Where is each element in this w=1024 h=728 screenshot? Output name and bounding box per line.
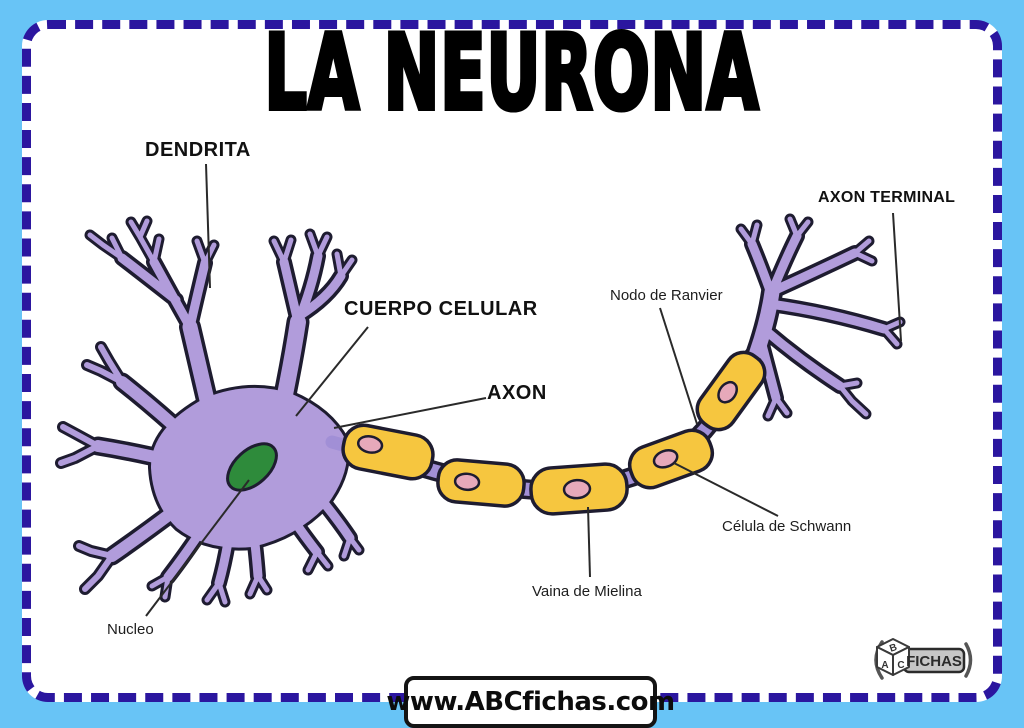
- myelin-segment: [695, 350, 767, 432]
- cuerpo-celular-leader-line: [295, 326, 369, 417]
- cube-letter-c: C: [897, 660, 904, 671]
- logo-fichas-text: FICHAS: [906, 653, 962, 670]
- label-axon: AXON: [487, 382, 547, 404]
- vaina-de-mielina-leader-line: [587, 506, 591, 578]
- myelin-segment: [341, 423, 435, 481]
- label-celula-de-schwann: Célula de Schwann: [722, 518, 852, 535]
- label-nucleo: Nucleo: [107, 621, 154, 638]
- schwann-nucleus: [717, 380, 739, 404]
- axon-leader-line: [333, 397, 487, 429]
- label-nodo-de-ranvier: Nodo de Ranvier: [610, 287, 723, 304]
- myelin-segment: [436, 458, 526, 508]
- schwann-nucleus: [652, 449, 679, 469]
- label-dendrita: DENDRITA: [145, 139, 251, 161]
- abc-cube-icon: B A C: [876, 638, 910, 676]
- website-plaque: www.ABCfichas.com: [386, 676, 675, 728]
- leader-lines: [145, 163, 902, 617]
- logo-right-bracket: [964, 642, 973, 678]
- dendrite: [116, 376, 198, 448]
- website-url: www.ABCfichas.com: [386, 687, 675, 717]
- dendrita-leader-line: [205, 163, 211, 289]
- page-title: LA NEURONA: [263, 12, 760, 134]
- myelin-segment: [627, 428, 715, 490]
- celula-de-schwann-leader-line: [673, 462, 779, 517]
- label-vaina-de-mielina: Vaina de Mielina: [532, 583, 642, 600]
- nucleo-leader-line: [145, 479, 250, 617]
- schwann-nucleus: [562, 478, 592, 500]
- dendrite: [106, 499, 188, 562]
- title-wrap: LA NEURONA: [0, 12, 1024, 134]
- abcfichas-logo: B A C FICHAS: [874, 638, 973, 680]
- nodo-de-ranvier-leader-line: [659, 307, 698, 425]
- schwann-nucleus: [356, 435, 384, 454]
- schwann-nucleus: [453, 472, 481, 492]
- dendrite: [270, 314, 306, 436]
- dendrite: [163, 493, 355, 588]
- label-axon-terminal: AXON TERMINAL: [818, 189, 956, 206]
- dendrite: [182, 319, 222, 438]
- axon-terminal-leader-line: [892, 212, 902, 342]
- cube-letter-a: A: [881, 660, 888, 671]
- cell-nucleus: [226, 442, 278, 492]
- label-cuerpo-celular: CUERPO CELULAR: [344, 298, 538, 320]
- myelin-sheath-chain: [341, 350, 767, 516]
- poster-border-frame: [22, 20, 1002, 702]
- cube-letter-b: B: [888, 642, 898, 655]
- dendrite: [92, 440, 182, 468]
- myelin-segment: [529, 462, 629, 516]
